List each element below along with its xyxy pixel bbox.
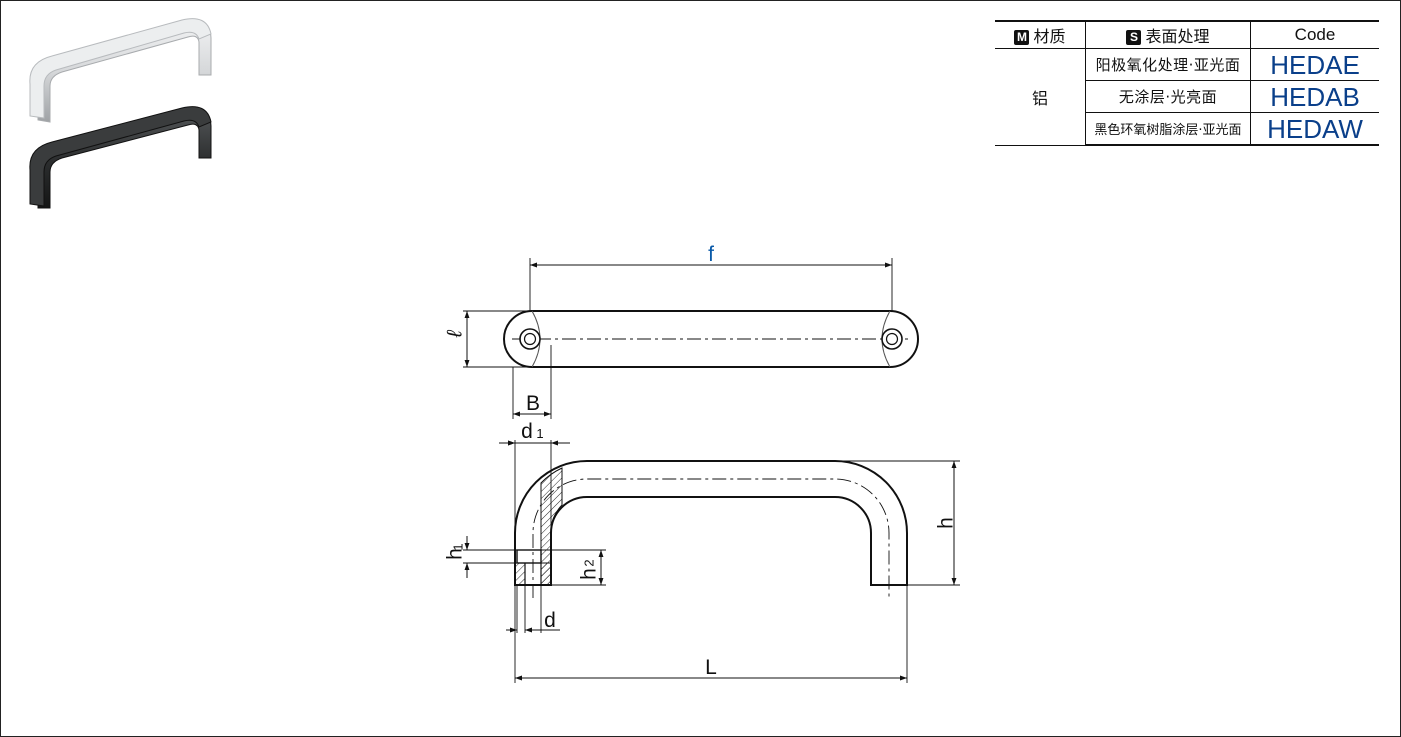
dimension-h: h (935, 461, 958, 585)
dimension-l: ℓ (444, 311, 470, 367)
dimension-f-label: f (708, 243, 714, 266)
dimension-B-label: B (526, 392, 540, 415)
front-view-centerline (532, 478, 890, 598)
dimension-f: f (530, 243, 892, 268)
header-material-label: 材质 (1033, 27, 1066, 46)
right-mounting-hole (881, 328, 903, 350)
top-view (463, 258, 919, 419)
front-view (463, 440, 960, 683)
header-code: Code (1250, 20, 1379, 49)
dimension-h2-label: h (578, 568, 601, 580)
material-value: 铝 (995, 48, 1086, 146)
dimension-d1-subscript: 1 (536, 426, 543, 441)
surface-badge-icon: S (1126, 30, 1142, 45)
table-row: 无涂层·光亮面 HEDAB (995, 80, 1379, 113)
table-row: 铝 阳极氧化处理·亚光面 HEDAE (995, 48, 1379, 146)
material-badge-icon: M (1014, 30, 1030, 45)
dimension-L-label: L (705, 656, 717, 679)
code-cell: HEDAW (1250, 112, 1379, 146)
table-row: 黑色环氧树脂涂层·亚光面 HEDAW (995, 112, 1379, 146)
header-surface-label: 表面处理 (1145, 27, 1210, 46)
dimension-d-label: d (544, 609, 556, 632)
code-cell: HEDAB (1250, 80, 1379, 113)
dimension-B: B (513, 392, 551, 417)
dimension-l-label: ℓ (444, 329, 467, 338)
black-handle-photo (29, 106, 212, 209)
finish-cell: 阳极氧化处理·亚光面 (1085, 48, 1251, 81)
dimension-d1: d 1 (499, 420, 570, 446)
dimension-h1-label: h (444, 548, 467, 560)
dimension-d1-label: d (521, 420, 533, 443)
dimension-L: L (515, 656, 907, 681)
dimension-h2-subscript: 2 (581, 559, 596, 566)
left-mounting-hole (519, 328, 541, 350)
dimension-h-label: h (935, 517, 958, 529)
front-view-outline (514, 460, 908, 586)
finish-cell: 黑色环氧树脂涂层·亚光面 (1085, 112, 1251, 146)
dimension-d: d (506, 609, 560, 633)
dimension-h1-subscript: 1 (450, 543, 465, 550)
code-cell: HEDAE (1250, 48, 1379, 81)
dimension-h1: h 1 (444, 536, 470, 578)
product-photos (29, 18, 212, 209)
finish-cell: 无涂层·光亮面 (1085, 80, 1251, 113)
silver-handle-photo (29, 18, 212, 123)
dimension-h2: h 2 (578, 550, 604, 585)
